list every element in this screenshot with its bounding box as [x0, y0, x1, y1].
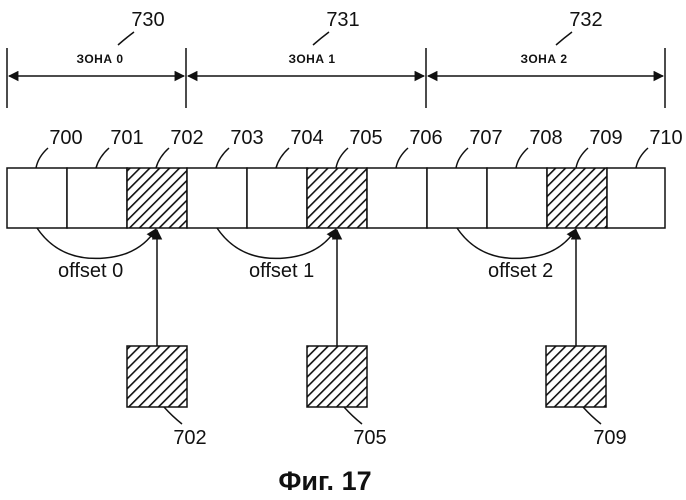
svg-text:730: 730 — [131, 9, 164, 31]
cell-ref-leaders — [36, 148, 648, 168]
cell-ref: 707 — [469, 127, 502, 149]
offset-0-label: offset 0 — [58, 260, 123, 282]
offset-2-label: offset 2 — [488, 260, 553, 282]
offset-2-arrow — [457, 228, 576, 258]
cell-705-hatched — [307, 168, 367, 228]
cell-709-hatched — [547, 168, 607, 228]
cell-ref: 701 — [110, 127, 143, 149]
cell-ref: 700 — [49, 127, 82, 149]
extracted-709-leader — [583, 407, 601, 424]
cell-706 — [367, 168, 427, 228]
cell-ref: 706 — [409, 127, 442, 149]
cell-ref: 705 — [349, 127, 382, 149]
cell-ref-labels: 700 701 702 703 704 705 706 707 708 709 … — [49, 127, 682, 149]
extracted-705-label: 705 — [353, 427, 386, 449]
cell-row — [7, 168, 665, 228]
offset-1-arrow — [217, 228, 336, 258]
cell-708 — [487, 168, 547, 228]
extracted-block-705 — [307, 346, 367, 407]
cell-702-hatched — [127, 168, 187, 228]
offset-0-arrow — [37, 228, 156, 258]
zone-ref-731: 731 — [313, 9, 360, 45]
figure-caption: Фиг. 17 — [278, 466, 371, 496]
cell-ref: 702 — [170, 127, 203, 149]
cell-ref: 708 — [529, 127, 562, 149]
zone-1-label: ЗОНА 1 — [288, 52, 335, 66]
cell-704 — [247, 168, 307, 228]
cell-710 — [607, 168, 665, 228]
cell-ref: 703 — [230, 127, 263, 149]
cell-ref: 709 — [589, 127, 622, 149]
extracted-702-leader — [164, 407, 182, 424]
extracted-709-label: 709 — [593, 427, 626, 449]
cell-701 — [67, 168, 127, 228]
zone-ref-730: 730 — [118, 9, 165, 45]
extracted-702-label: 702 — [173, 427, 206, 449]
extracted-block-709 — [546, 346, 606, 407]
cell-700 — [7, 168, 67, 228]
cell-703 — [187, 168, 247, 228]
zone-0-label: ЗОНА 0 — [76, 52, 123, 66]
zone-ref-732: 732 — [556, 9, 603, 45]
svg-text:732: 732 — [569, 9, 602, 31]
extracted-block-702 — [127, 346, 187, 407]
zone-2-label: ЗОНА 2 — [520, 52, 567, 66]
svg-text:731: 731 — [326, 9, 359, 31]
cell-707 — [427, 168, 487, 228]
cell-ref: 710 — [649, 127, 682, 149]
cell-ref: 704 — [290, 127, 323, 149]
extracted-705-leader — [344, 407, 362, 424]
offset-1-label: offset 1 — [249, 260, 314, 282]
